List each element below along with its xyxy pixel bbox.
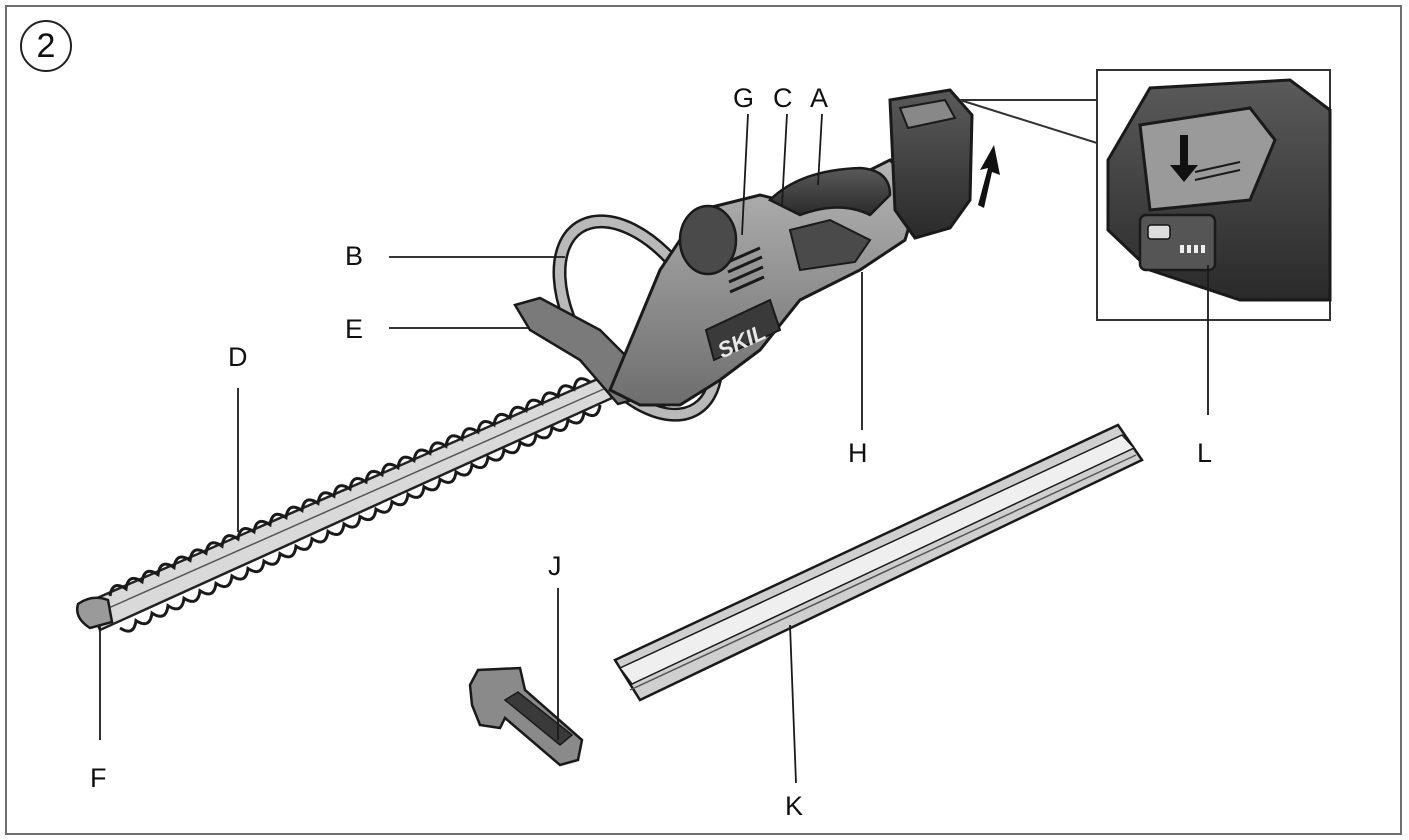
callout-e: E bbox=[345, 314, 364, 344]
callout-j: J bbox=[548, 551, 562, 581]
leader-lines bbox=[99, 113, 1209, 784]
callout-k: K bbox=[785, 791, 804, 821]
tool-housing: SKIL bbox=[513, 88, 1000, 422]
callout-a: A bbox=[810, 83, 829, 113]
diagram-frame bbox=[5, 5, 1402, 835]
callout-l: L bbox=[1197, 438, 1213, 468]
blade-cover bbox=[613, 423, 1144, 702]
callout-f: F bbox=[90, 763, 107, 793]
cutting-blade bbox=[76, 376, 614, 633]
blade-clip bbox=[468, 666, 584, 767]
callout-h: H bbox=[848, 438, 868, 468]
callout-b: B bbox=[345, 241, 364, 271]
figure-number: 2 bbox=[20, 20, 72, 72]
battery-inset bbox=[959, 69, 1332, 321]
callout-c: C bbox=[773, 83, 793, 113]
figure-number-text: 2 bbox=[36, 26, 56, 65]
callout-g: G bbox=[733, 83, 755, 113]
callout-d: D bbox=[228, 342, 248, 372]
